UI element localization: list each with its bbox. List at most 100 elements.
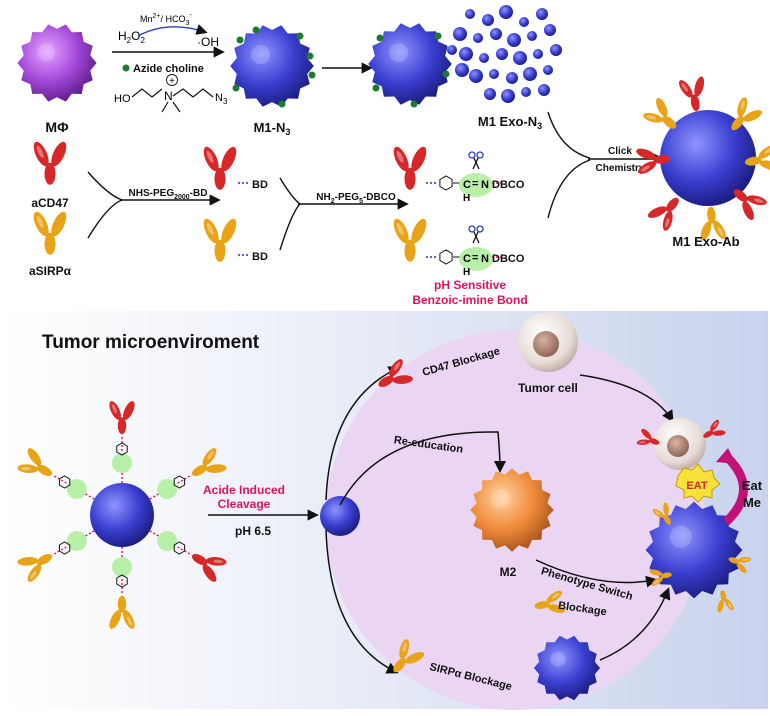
antibody-icon xyxy=(203,146,237,190)
exosome-dot xyxy=(469,69,483,83)
imine-linker-1: C=NH xyxy=(426,151,504,204)
imine-highlight xyxy=(157,531,178,551)
antibody-icon xyxy=(393,639,425,673)
exosome-dot xyxy=(513,51,527,65)
acd47-dbco-antibody xyxy=(393,146,427,190)
merge-bracket-1 xyxy=(87,171,123,239)
exosome-dot xyxy=(455,63,469,77)
antibody-icon xyxy=(17,553,53,582)
eat-badge: EAT xyxy=(675,463,721,503)
m1-n3-label: M1-N3 xyxy=(254,120,291,137)
acd47-antibody xyxy=(33,141,67,185)
asirpa-dbco-antibody xyxy=(393,218,427,262)
exosome-dot xyxy=(453,27,467,41)
choline-plus-label: + xyxy=(169,76,175,87)
antibody-icon xyxy=(393,146,427,190)
antibody-icon xyxy=(649,569,672,586)
antibody-icon xyxy=(731,97,763,131)
imine-linker-2: C=NH xyxy=(426,225,504,278)
eat-me-label-1: Eat xyxy=(742,478,763,493)
antibody-icon xyxy=(703,419,726,438)
exosome-dot xyxy=(521,87,531,97)
antibody-icon xyxy=(643,97,677,129)
arc-reeducation xyxy=(339,431,506,506)
arc-sirpa-to-target xyxy=(599,587,671,661)
sirpa-block-antibody xyxy=(393,639,425,673)
svg-text:N: N xyxy=(481,179,489,191)
choline-n3-label: N3 xyxy=(215,92,228,106)
antibody-icon xyxy=(733,189,767,221)
antibody-icon xyxy=(203,218,237,262)
exosome-dot xyxy=(490,28,502,40)
cell-body xyxy=(534,635,600,701)
antibody-icon xyxy=(728,556,752,574)
macrophage-label: MΦ xyxy=(45,119,69,135)
azide-dot-icon xyxy=(252,26,260,34)
chemistry-label: Chemistry xyxy=(596,163,645,174)
imine-highlight xyxy=(459,247,493,271)
exosome-dot xyxy=(507,33,521,47)
m1-macrophage-bottom xyxy=(534,635,600,701)
exosome-dot xyxy=(527,31,537,41)
imine-highlight xyxy=(157,479,178,499)
exosome-dot xyxy=(544,24,556,36)
merge-bracket-2 xyxy=(279,177,301,251)
reagent-mn-label: Mn2+/ HCO3- xyxy=(140,12,192,27)
exosome-body xyxy=(320,496,360,536)
exosome-cloud xyxy=(447,5,562,103)
svg-text:C: C xyxy=(463,179,471,191)
phagocytosing-macrophage xyxy=(645,501,752,613)
cell-body xyxy=(470,468,554,552)
oh-radical-label: ·OH xyxy=(197,35,219,49)
azide-dot-icon xyxy=(306,52,314,60)
exosome-dot xyxy=(496,48,508,60)
step2-label: NH2-PEG5-DBCO xyxy=(316,192,396,205)
eat-badge-label: EAT xyxy=(686,480,707,492)
imine-highlight xyxy=(112,453,132,473)
asirpa-bd-antibody xyxy=(203,218,237,262)
antibody-icon xyxy=(17,448,53,477)
star-core xyxy=(90,483,154,547)
radical-curve-arrow xyxy=(137,24,208,37)
m1-exo-ab-star xyxy=(17,401,227,629)
bd-label-1: BD xyxy=(252,179,268,191)
nucleus xyxy=(533,331,559,357)
cd47-block-antibody xyxy=(378,359,413,388)
azide-dot-icon xyxy=(122,64,130,72)
exosome-dot xyxy=(473,33,483,43)
cell-body xyxy=(230,25,314,107)
antibody-icon xyxy=(534,590,566,613)
azide-dot-icon xyxy=(232,84,240,92)
antibody-icon xyxy=(636,428,660,446)
ph-label: pH 6.5 xyxy=(235,524,271,538)
exosome-dot xyxy=(484,88,496,100)
exosome-dot xyxy=(489,69,499,79)
tumor-cell xyxy=(518,312,578,372)
arc-to-sirpa xyxy=(325,529,399,674)
exosome-dot xyxy=(501,89,515,103)
svg-text:C: C xyxy=(463,253,471,265)
exosome-dot xyxy=(447,45,457,55)
svg-text:N: N xyxy=(481,253,489,265)
scissors-icon xyxy=(468,151,484,170)
exosome-dot xyxy=(538,84,550,96)
azide-dot-icon xyxy=(236,36,244,44)
macrophage-cell xyxy=(17,24,97,102)
nucleus xyxy=(667,435,689,457)
antibody-icon xyxy=(700,206,726,241)
antibody-icon xyxy=(636,148,671,174)
antibody-icon xyxy=(652,502,671,525)
exosome-dot xyxy=(523,67,537,81)
m1-exo-n3-label: M1 Exo-N3 xyxy=(478,114,542,131)
asirpa-label: aSIRPα xyxy=(29,264,72,278)
dbco-label-1: DBCO xyxy=(492,179,525,191)
svg-text:=: = xyxy=(472,178,478,190)
choline-ho-label: HO xyxy=(114,93,131,105)
antibody-icon xyxy=(109,401,135,435)
antibody-icon xyxy=(33,211,67,255)
exosome-dot xyxy=(550,44,562,56)
exosome-body xyxy=(660,110,756,206)
ph-sensitive-label: pH Sensitive xyxy=(434,278,506,292)
arc-tumor-to-target xyxy=(579,374,674,423)
reagent-h2o2-label: H2O2 xyxy=(118,29,145,45)
